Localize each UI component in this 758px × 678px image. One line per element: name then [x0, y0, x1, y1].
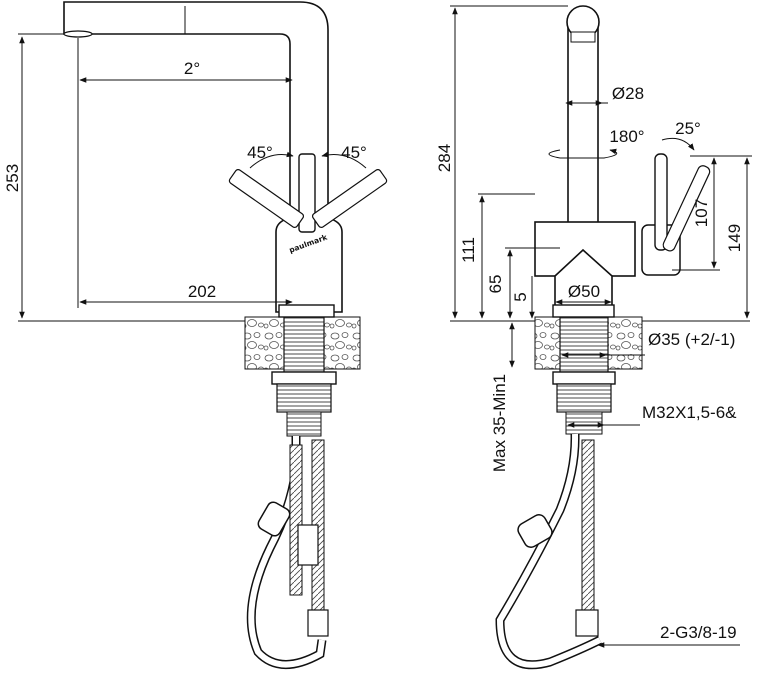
side-hose-weight	[517, 514, 553, 548]
dim-spout-angle-text: 2°	[184, 59, 200, 78]
dim-thread-text: M32X1,5-6&	[642, 403, 737, 422]
base-ring	[278, 304, 335, 318]
dim-spout-diameter-text: Ø28	[612, 84, 644, 103]
dim-hose-text: 2-G3/8-19	[660, 623, 737, 642]
dim-hole-diameter-text: Ø35 (+2/-1)	[648, 330, 735, 349]
mounting-nut	[271, 371, 337, 385]
rotation-text: 180°	[609, 127, 644, 146]
angle-right-text: 45°	[341, 143, 367, 162]
handle-left-position	[228, 168, 305, 228]
side-spout	[567, 23, 599, 225]
angle-arc-right	[321, 151, 367, 169]
side-view: 284 Ø28 180° 25° 107 149 111 65 5 Ø	[435, 5, 752, 670]
rotation-arc	[548, 148, 618, 159]
dim-handle-top-text: 149	[725, 224, 744, 252]
dim-body-height-text: 111	[459, 237, 478, 263]
dim-reach-text: 202	[188, 282, 216, 301]
side-mounting-nut	[552, 371, 616, 385]
front-view: paulmark 253 202 2° 45° 45°	[3, 1, 388, 669]
angle-left-text: 45°	[247, 143, 273, 162]
dim-plate-text: 5	[511, 292, 530, 301]
dim-total-height-text: 284	[435, 144, 454, 172]
spout-nozzle	[63, 30, 93, 38]
dim-base-diameter-text: Ø50	[568, 282, 600, 301]
dim-counter-thickness-text: Max 35-Min1	[490, 374, 509, 472]
dim-height-text: 253	[3, 164, 22, 192]
handle-center	[298, 153, 316, 233]
supply-hose-1	[289, 444, 303, 596]
side-handle-lever	[654, 153, 668, 251]
hose-weight	[257, 501, 291, 537]
mounting-shank	[283, 316, 325, 373]
side-supply-hose	[581, 439, 595, 611]
angle-arc-left	[249, 151, 294, 169]
handle-tilt-arc	[661, 137, 695, 151]
handle-right-position	[311, 168, 388, 228]
handle-tilt-text: 25°	[675, 119, 701, 138]
dim-handle-height-text: 107	[692, 199, 711, 227]
threaded-rod	[276, 383, 332, 413]
dim-base-height-text: 65	[486, 275, 505, 294]
